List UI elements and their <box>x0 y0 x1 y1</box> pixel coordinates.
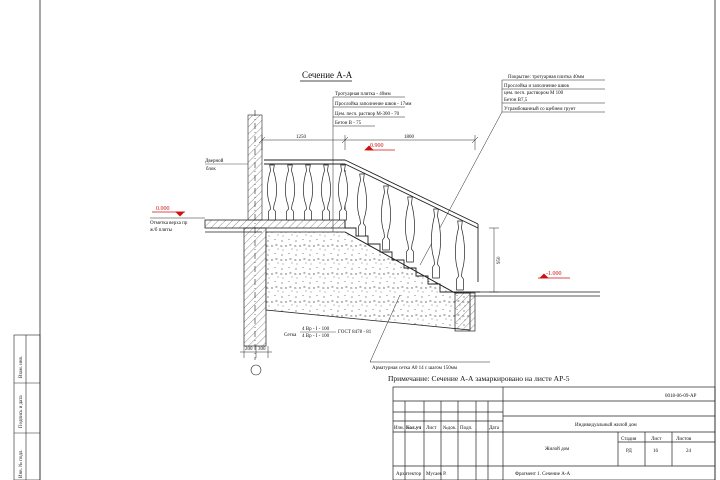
door-sublabel: блок <box>206 167 216 172</box>
level-right-label: -1.000 <box>546 271 562 277</box>
slab-label-line-1: Отметка верха пр <box>150 221 188 226</box>
baluster-group <box>267 164 465 291</box>
side-stamp-label-3: Инв. № подл. <box>18 450 24 479</box>
side-stamp-label-2: Подпись и дата <box>19 395 24 428</box>
dimension-200: 200 <box>245 347 253 352</box>
note-text: Примечание: Сечение А-А замаркировано на… <box>388 374 570 383</box>
tb-person: Мусаев Р. <box>426 472 447 477</box>
dimension-300: 300 <box>258 347 266 352</box>
tb-col-date: Дата <box>489 426 500 431</box>
axis-bubble <box>250 364 262 376</box>
side-stamp-label-1: Взам. инв. <box>19 356 24 378</box>
rebar-leader <box>369 294 401 363</box>
level-marker-left <box>152 211 185 217</box>
left-callout-line-1: Тротуарная плитка - 40мм <box>335 92 391 97</box>
tb-project: Индивидуальный жилой дом <box>575 423 638 428</box>
right-callout-line-2: Прослойка и заполнение швов <box>504 84 570 89</box>
handrail <box>264 159 479 282</box>
baluster-6 <box>381 185 391 251</box>
level-marker-top <box>364 145 395 151</box>
dimension-1250: 1250 <box>296 135 307 140</box>
section-title: Сечение А-А <box>302 70 353 80</box>
mesh-spec-1: 4 Вр - I - 100 <box>302 327 330 332</box>
side-stamp <box>13 334 41 480</box>
baluster-0 <box>267 164 277 221</box>
tb-stage-label: Стадия <box>621 437 637 442</box>
baluster-3 <box>321 164 331 221</box>
right-callout <box>419 79 605 266</box>
baluster-7 <box>405 196 415 263</box>
baluster-9 <box>455 220 465 291</box>
right-callout-line-5: Утрамбованный со щебнем грунт <box>504 107 576 112</box>
mesh-label: Сетка <box>284 333 297 338</box>
level-top-label: 0.900 <box>370 143 384 149</box>
sheet-frame <box>39 0 716 480</box>
baluster-4 <box>338 164 348 221</box>
level-left-label: 0.000 <box>156 206 170 212</box>
title-block <box>392 386 716 480</box>
tb-col-doc: №док. <box>443 425 457 431</box>
tb-sheet-label: Лист <box>651 437 662 442</box>
mesh-spec-2: 4 Вр - I - 100 <box>302 334 330 339</box>
baluster-8 <box>431 208 441 279</box>
bottom-dimension-line <box>240 346 272 358</box>
tb-sheet-name: Фрагмент 1. Сечение А-А <box>515 472 570 477</box>
right-callout-line-4: Бетон В7,5 <box>504 98 528 103</box>
tb-sheets-label: Листов <box>676 437 692 442</box>
right-callout-line-3: цем. песч. раствором М 100 <box>504 91 564 96</box>
level-marker-right <box>538 273 570 279</box>
tb-col-izm: Изм. <box>394 426 404 431</box>
left-callout-line-4: Бетон В - 75 <box>335 121 362 126</box>
rebar-label: Арматурная сетка А0 14 с шагом 150мм <box>372 366 458 371</box>
mesh-gost: ГОСТ 8478 - 81 <box>338 330 372 335</box>
tb-col-koluch: Кол.уч <box>406 426 421 431</box>
tb-code: 0018-06-09-АР <box>665 394 697 399</box>
tb-stage: РД <box>626 449 632 454</box>
tb-sheet: 16 <box>653 449 659 454</box>
dimension-1800: 1800 <box>404 135 415 140</box>
right-callout-line-1: Покрытие: тротуарная плитка 40мм <box>508 75 585 80</box>
baluster-1 <box>285 164 295 221</box>
slab-label-line-2: ж/б плиты <box>149 228 173 233</box>
ground-line <box>470 291 600 297</box>
baluster-2 <box>303 164 313 221</box>
left-callout-line-3: Цем. песч. раствор М-300 - 70 <box>335 112 400 117</box>
height-dimension <box>489 227 499 293</box>
bottom-footing <box>454 292 476 332</box>
tb-role: Архитектор <box>396 472 422 477</box>
floor-slab <box>204 219 346 233</box>
door-label: Дверной <box>205 159 224 164</box>
foundation-wall <box>243 227 267 347</box>
tb-col-list: Лист <box>426 426 437 431</box>
stair-steps <box>344 170 480 293</box>
left-callout-line-2: Прослойка заполнение швов - 17мм <box>335 102 412 107</box>
left-callout <box>332 96 405 235</box>
tb-sheets: 24 <box>686 449 692 454</box>
dimension-950: 950 <box>497 256 502 264</box>
tb-object: Жилой дом <box>545 447 570 452</box>
stair-underside <box>344 231 456 294</box>
tb-col-podp: Подп. <box>460 426 472 431</box>
baluster-5 <box>357 173 367 237</box>
